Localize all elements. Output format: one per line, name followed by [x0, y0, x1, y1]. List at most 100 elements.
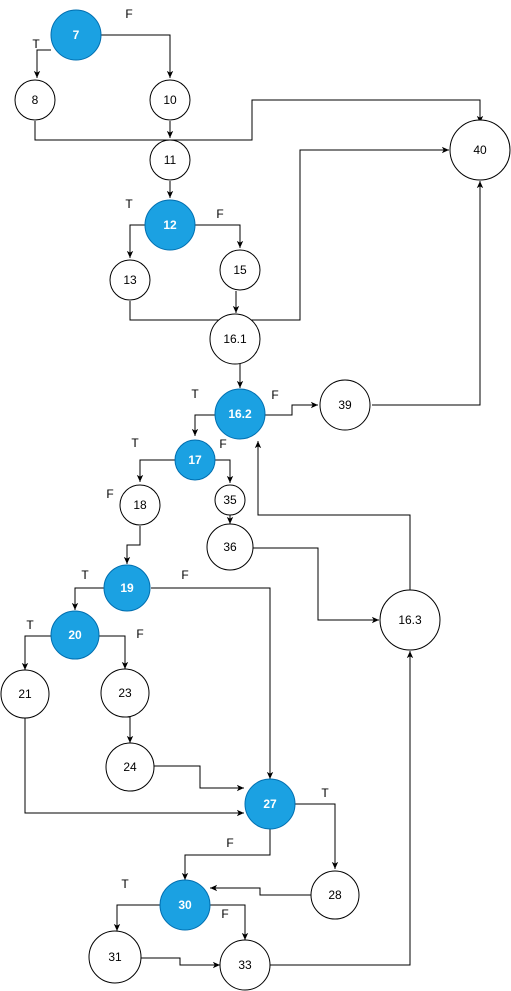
node-35-label: 35: [223, 493, 237, 507]
edge-16-3-to-16-2: [254, 441, 411, 590]
edge-label-27-28: T: [321, 786, 329, 800]
node-18-circle: [119, 484, 161, 526]
node-7-label: 7: [73, 28, 80, 42]
node-40-label: 40: [473, 143, 487, 157]
node-21-circle: [0, 669, 50, 719]
edge-24-to-27: [153, 765, 244, 792]
edge-30-to-31: [113, 904, 160, 931]
edge-label-7-8: T: [32, 37, 40, 51]
edge-7-to-8: [33, 49, 51, 78]
node-36: 36: [206, 523, 254, 571]
node-15-label: 15: [233, 263, 247, 277]
node-18: 18: [119, 484, 161, 526]
node-16-2-label: 16.2: [228, 407, 252, 421]
edge-label-20-21: T: [26, 618, 34, 632]
node-20-circle: [50, 610, 100, 660]
node-23-circle: [100, 668, 150, 718]
node-21: 21: [0, 669, 50, 719]
edge-19-to-27: [151, 587, 274, 779]
node-16-3-circle: [379, 589, 441, 651]
node-40: 40: [449, 119, 511, 181]
node-11-label: 11: [164, 153, 177, 167]
edge-label-19-27: F: [181, 568, 188, 582]
edge-label-7-10: F: [125, 7, 132, 21]
node-23: 23: [100, 668, 150, 718]
node-24-circle: [105, 742, 155, 792]
edge-30-to-33: [210, 904, 249, 940]
edge-18-to-19: [123, 526, 141, 564]
node-36-circle: [206, 523, 254, 571]
node-8: 8: [14, 79, 56, 121]
node-24: 24: [105, 742, 155, 792]
node-15: 15: [219, 249, 261, 291]
node-18-label: 18: [133, 498, 147, 512]
edge-label-19-20: T: [81, 568, 89, 582]
node-24-label: 24: [123, 760, 137, 774]
node-12: 12: [144, 199, 196, 251]
node-28-circle: [310, 870, 360, 920]
node-19-label: 19: [120, 581, 134, 595]
node-16-2: 16.2: [214, 388, 266, 440]
node-16-1-label: 16.1: [223, 332, 247, 346]
node-17-label: 17: [188, 453, 202, 467]
edge-27-to-30: [181, 828, 271, 880]
node-11-circle: [149, 139, 191, 181]
node-33-circle: [219, 939, 271, 991]
edge-39-to-40: [372, 181, 484, 406]
node-12-circle: [144, 199, 196, 251]
node-39-label: 39: [338, 398, 352, 412]
node-15-circle: [219, 249, 261, 291]
node-13: 13: [109, 259, 151, 301]
node-27-circle: [244, 778, 296, 830]
node-21-label: 21: [18, 687, 32, 701]
node-35-circle: [214, 484, 246, 516]
node-30-circle: [159, 879, 211, 931]
edge-12-to-15: [195, 224, 244, 248]
node-31-label: 31: [108, 950, 122, 964]
node-28: 28: [310, 870, 360, 920]
node-33: 33: [219, 939, 271, 991]
node-10-circle: [149, 79, 191, 121]
edge-label-17-35: F: [219, 437, 226, 451]
node-16-3-label: 16.3: [398, 613, 422, 627]
node-8-circle: [14, 79, 56, 121]
node-8-label: 8: [32, 93, 39, 107]
node-23-label: 23: [118, 686, 132, 700]
edge-label-20-23: F: [136, 627, 143, 641]
edge-label-17-18: T: [131, 436, 139, 450]
edge-label-16-2-39: F: [271, 388, 278, 402]
edge-23-to-24: [125, 716, 134, 743]
node-27: 27: [244, 778, 296, 830]
node-16-2-circle: [214, 388, 266, 440]
node-13-label: 13: [123, 273, 137, 287]
edge-16-2-to-17: [191, 414, 215, 436]
edge-13-to-40: [129, 146, 449, 321]
node-31: 31: [88, 930, 142, 984]
edge-21-to-27: [24, 718, 244, 817]
edge-16-2-to-39: [265, 401, 318, 416]
edge-label-30-33: F: [221, 907, 228, 921]
node-17-circle: [174, 439, 216, 481]
node-33-label: 33: [238, 958, 252, 972]
node-11: 11: [149, 139, 191, 181]
node-30-label: 30: [178, 898, 192, 912]
node-35: 35: [214, 484, 246, 516]
node-10-label: 10: [163, 93, 177, 107]
edge-20-to-23: [98, 635, 129, 669]
node-12-label: 12: [163, 218, 177, 232]
edge-label-16-2-17: T: [191, 387, 199, 401]
edge-20-to-21: [21, 635, 51, 670]
node-36-label: 36: [223, 540, 237, 554]
edge-label-12-13: T: [125, 197, 133, 211]
node-30: 30: [159, 879, 211, 931]
node-16-1-circle: [209, 313, 261, 365]
node-20-label: 20: [68, 628, 82, 642]
edge-28-to-30: [210, 884, 311, 896]
node-28-label: 28: [328, 888, 342, 902]
edge-17-to-18: [136, 459, 175, 482]
node-19: 19: [103, 564, 151, 612]
node-19-circle: [103, 564, 151, 612]
edge-8-to-40: [34, 99, 484, 141]
edge-label-30-31: T: [121, 877, 129, 891]
